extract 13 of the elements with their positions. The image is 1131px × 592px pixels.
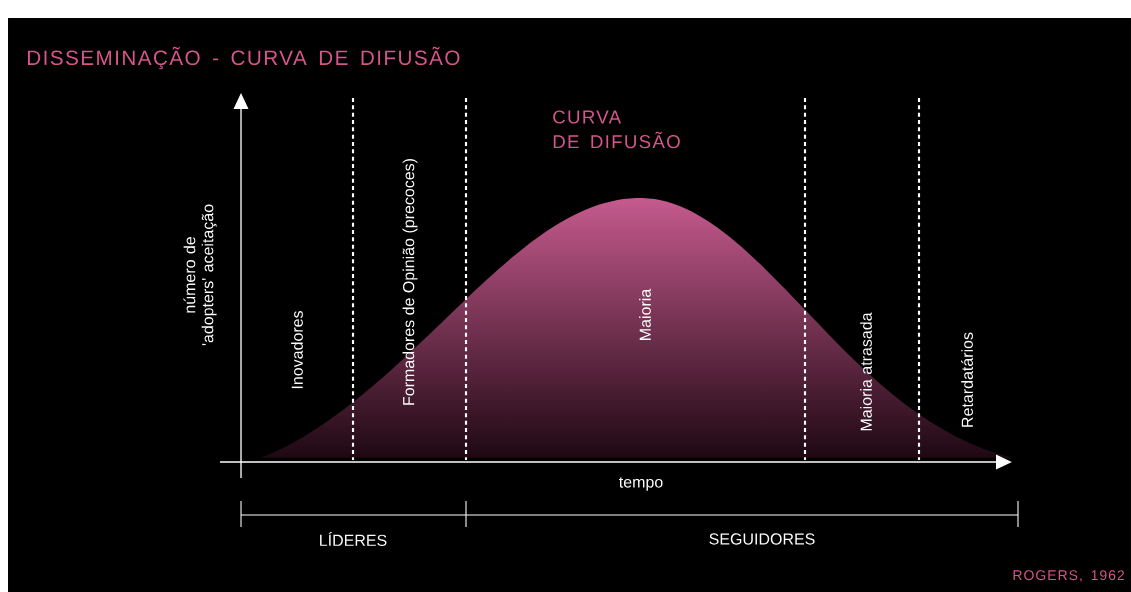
source-note: ROGERS, 1962	[1013, 570, 1124, 582]
segment-label: Formadores de Opinião (precoces)	[402, 159, 418, 405]
segment-label: Retardatários	[961, 332, 973, 427]
curve-title: CURVA	[553, 110, 622, 124]
segment-label: Inovadores	[291, 311, 303, 389]
span-label: LÍDERES	[320, 532, 387, 546]
segment-label: Maioria	[639, 288, 651, 340]
axis-label: tempo	[619, 477, 663, 491]
title: DISSEMINAÇÃO - CURVA DE DIFUSÃO	[27, 46, 460, 70]
axis-label: número de 'adopters' aceitação	[183, 204, 217, 346]
curve-title: DE DIFUSÃO	[553, 131, 680, 149]
segment-label: Maioria atrasada	[860, 312, 872, 431]
span-label: SEGUIDORES	[709, 533, 815, 545]
